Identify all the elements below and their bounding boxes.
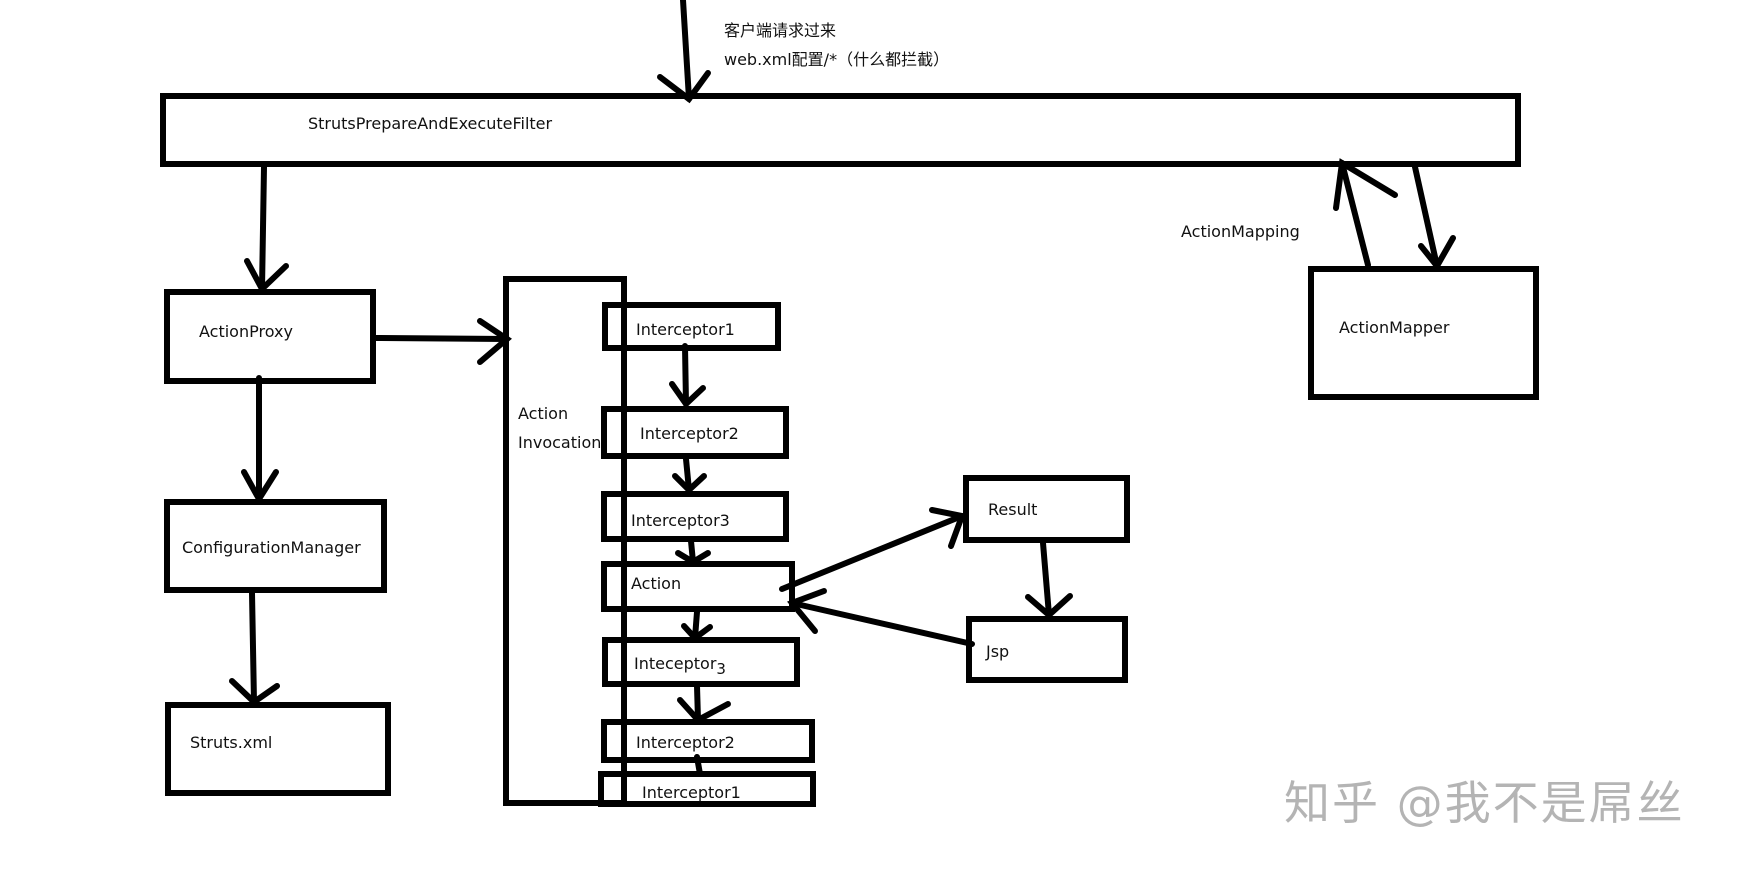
action-mapper-to-filter-arrow xyxy=(1333,158,1398,268)
inteceptor3-to-interceptor2-arrow xyxy=(677,683,731,724)
interceptor1-bottom-label: Interceptor1 xyxy=(642,783,741,802)
configuration-manager-box xyxy=(164,499,387,593)
inteceptor3-bottom-sub: 3 xyxy=(716,660,726,678)
jsp-box xyxy=(966,616,1128,683)
interceptor2-bottom-label: Interceptor2 xyxy=(636,733,735,752)
config-manager-to-struts-xml-arrow xyxy=(229,590,280,706)
interceptor2-top-box xyxy=(601,406,789,459)
action-proxy-to-invocation-arrow xyxy=(373,318,512,365)
interceptor1-to-interceptor2-arrow xyxy=(669,343,706,409)
struts-xml-label: Struts.xml xyxy=(190,733,273,752)
client-request-annotation: 客户端请求过来 xyxy=(724,21,837,40)
result-label: Result xyxy=(988,500,1038,519)
filter-to-action-mapper-arrow xyxy=(1412,164,1456,272)
interceptor3-top-box xyxy=(601,491,789,542)
configuration-manager-label: ConfigurationManager xyxy=(182,538,361,557)
action-proxy-box xyxy=(164,289,376,384)
struts-xml-box xyxy=(165,702,391,796)
filter-to-action-proxy-arrow xyxy=(244,164,289,294)
filter-label: StrutsPrepareAndExecuteFilter xyxy=(308,114,553,133)
inteceptor3-bottom-base: Inteceptor xyxy=(634,654,717,673)
interceptor1-top-label: Interceptor1 xyxy=(636,320,735,339)
action-mapper-label: ActionMapper xyxy=(1339,318,1450,337)
action-proxy-label: ActionProxy xyxy=(199,322,293,341)
interceptor1-top-box xyxy=(602,302,781,351)
action-proxy-to-config-manager-arrow xyxy=(241,375,279,505)
jsp-label: Jsp xyxy=(986,642,1010,661)
interceptor2-to-interceptor3-arrow xyxy=(672,456,707,495)
result-to-jsp-arrow xyxy=(1025,540,1073,619)
action-label: Action xyxy=(631,574,682,593)
action-to-inteceptor3-arrow xyxy=(681,609,713,643)
zhihu-watermark: 知乎 @我不是屌丝 xyxy=(1284,776,1685,830)
interceptor2-bottom-box xyxy=(601,719,815,763)
filter-box xyxy=(160,93,1521,167)
action-invocation-label-line2: Invocation xyxy=(518,433,602,452)
interceptor1-bottom-box xyxy=(598,771,816,807)
action-to-result-arrow xyxy=(779,507,967,592)
client-to-filter-arrow xyxy=(657,0,711,104)
inteceptor3-bottom-label: Inteceptor3 xyxy=(634,656,726,677)
action-invocation-label-line1: Action xyxy=(518,404,569,423)
action-mapping-label: ActionMapping xyxy=(1181,222,1300,241)
interceptor3-to-action-arrow xyxy=(675,538,711,566)
interceptor2-top-label: Interceptor2 xyxy=(640,424,739,443)
web-xml-config-annotation: web.xml配置/*（什么都拦截） xyxy=(724,50,950,69)
interceptor3-top-label: Interceptor3 xyxy=(631,511,730,530)
jsp-to-action-arrow xyxy=(787,588,975,647)
inteceptor3-bottom-box xyxy=(602,637,800,687)
result-box xyxy=(963,475,1130,543)
action-mapper-box xyxy=(1308,266,1539,400)
interceptor2-to-interceptor1-line xyxy=(694,754,703,777)
